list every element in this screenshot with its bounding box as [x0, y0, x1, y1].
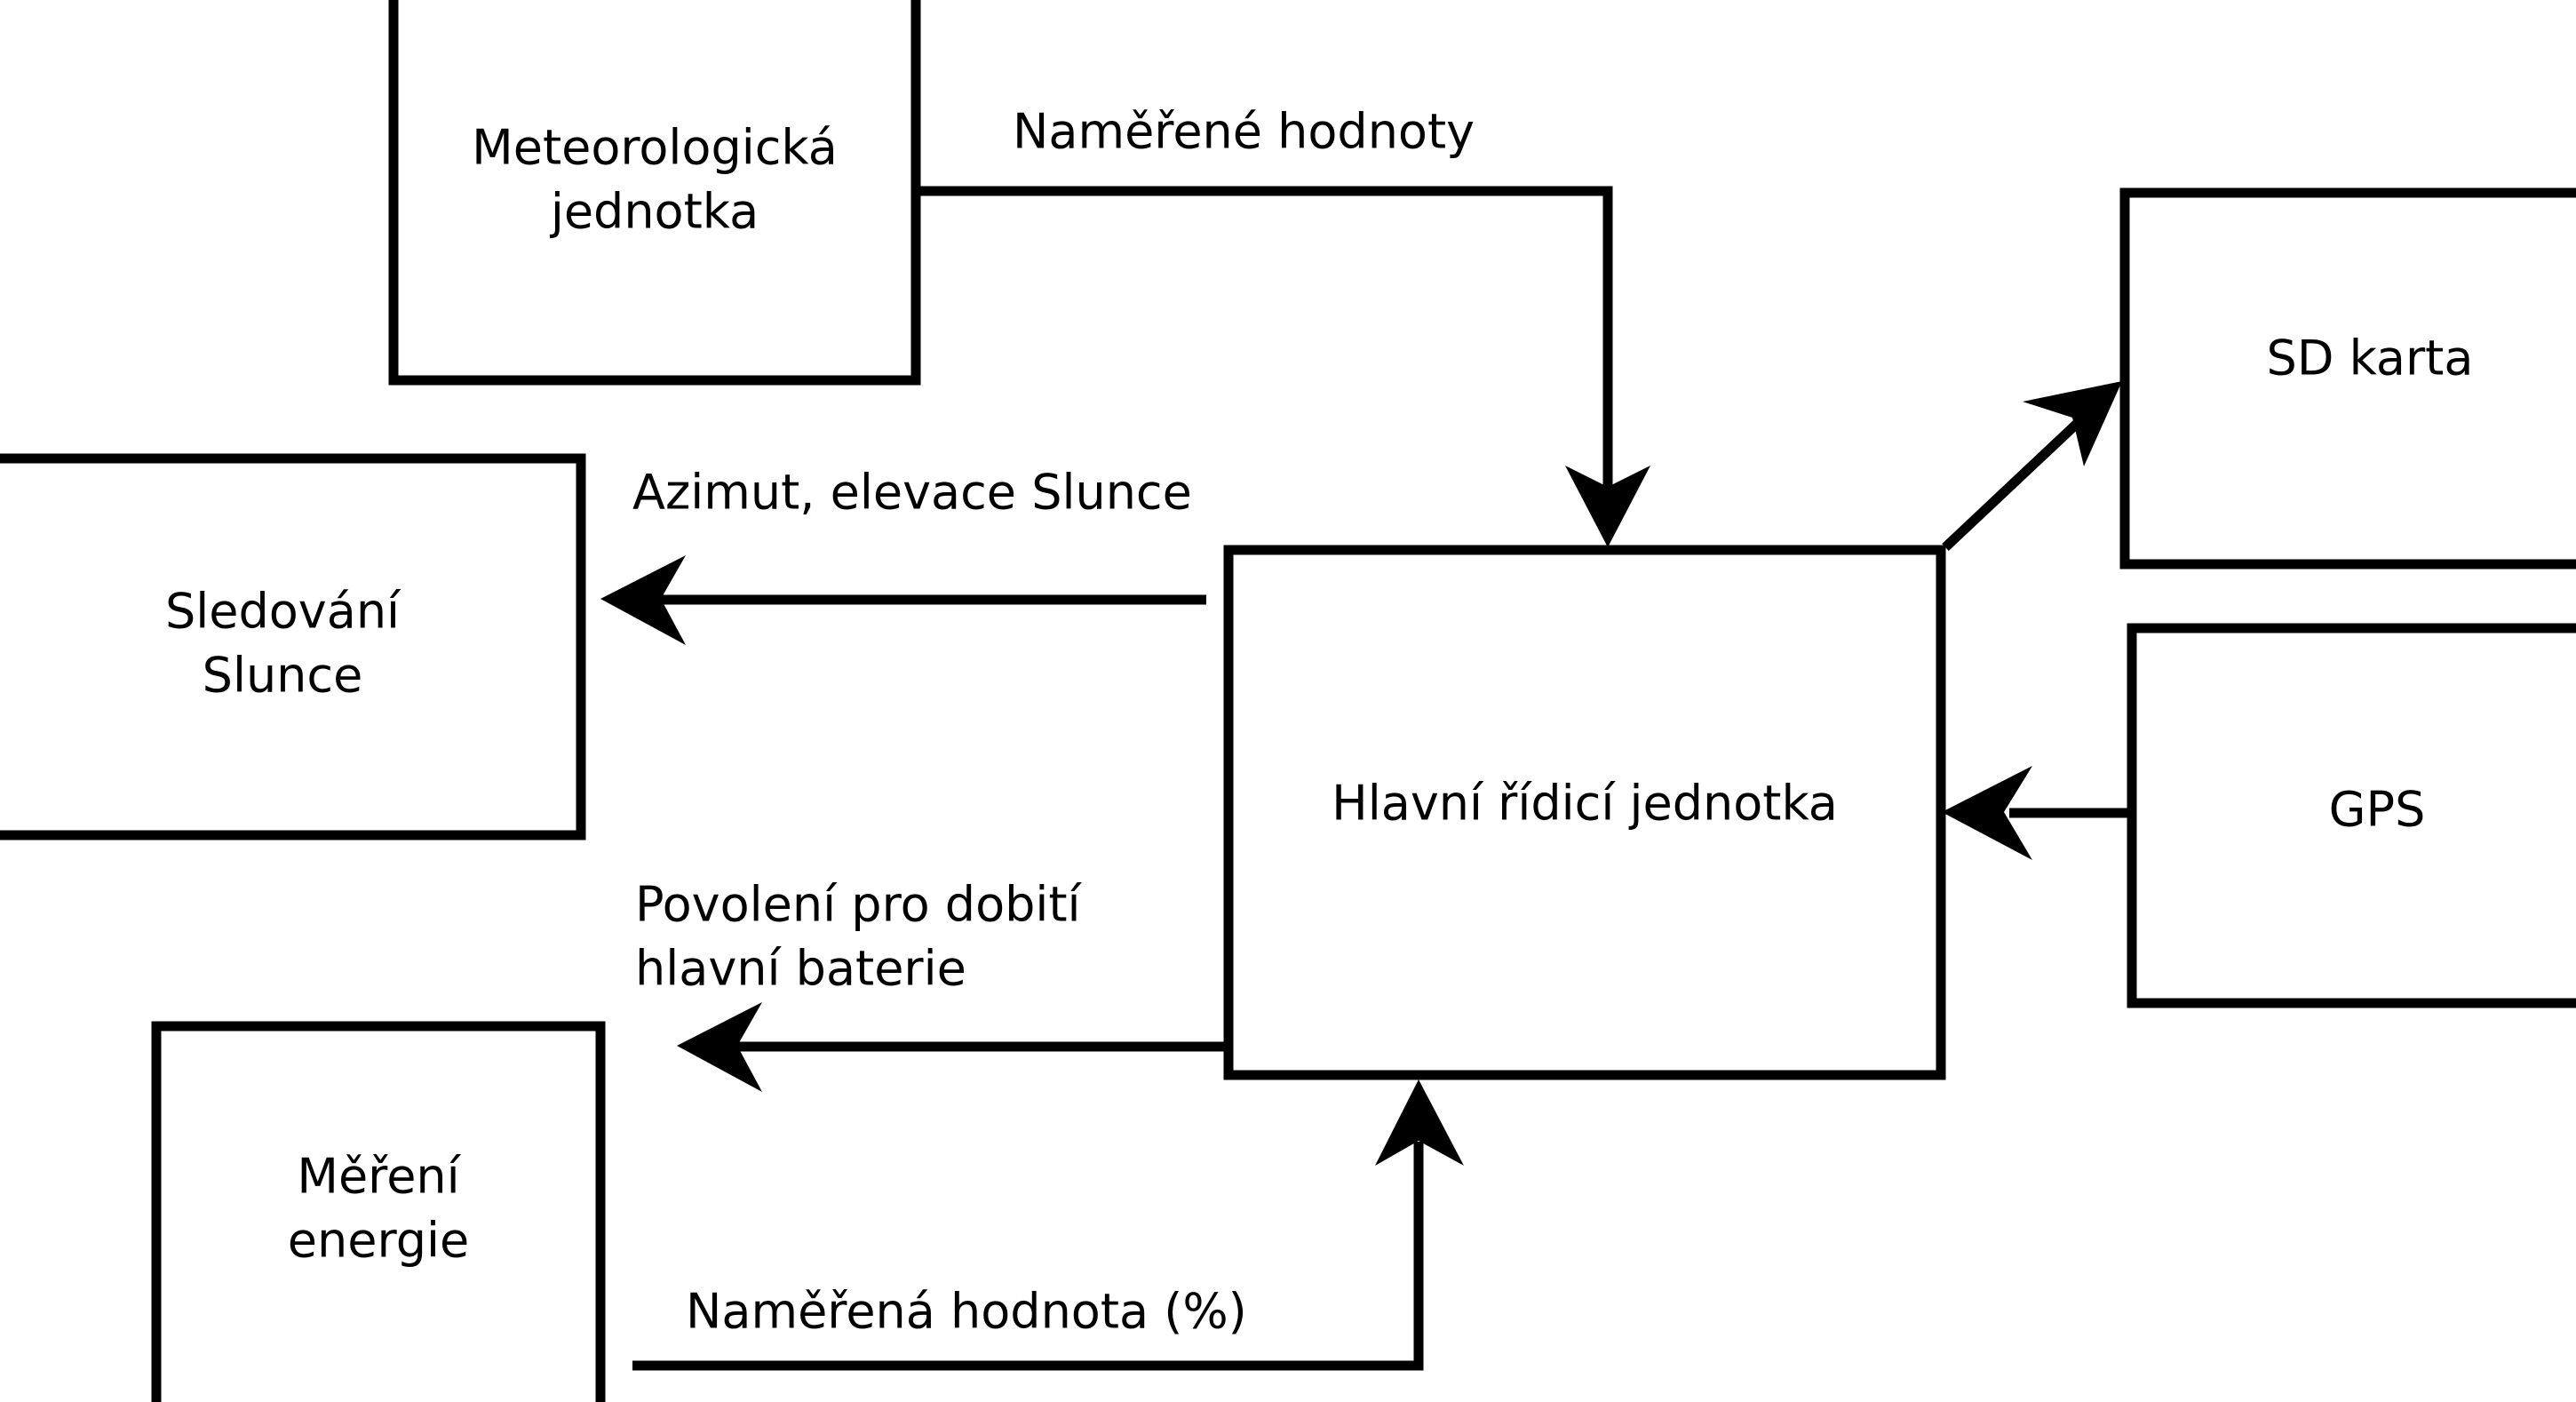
- edge-label-charge-permission-line1: Povolení pro dobití: [635, 877, 1083, 933]
- box-sd-card[interactable]: SD karta: [2119, 187, 2576, 570]
- box-sun-tracking-rect[interactable]: [0, 453, 586, 840]
- arrowhead-left-into-sun-tracking: [600, 555, 686, 645]
- arrowhead-up-right-into-sd-card: [2023, 381, 2122, 466]
- edge-label-measured-value-percent: Naměřená hodnota (%): [686, 1284, 1247, 1340]
- box-meteo-unit-label-line1: Meteorologická: [472, 120, 838, 176]
- connector-main-to-energy: [677, 1002, 1224, 1092]
- box-energy-measurement[interactable]: Měření energie: [151, 1021, 606, 1402]
- box-main-control-unit[interactable]: Hlavní řídicí jednotka: [1223, 545, 1946, 1080]
- edge-label-measured-values: Naměřené hodnoty: [1013, 104, 1475, 160]
- connector-gps-to-main: [1942, 766, 2129, 860]
- edge-label-charge-permission-line2: hlavní baterie: [635, 941, 966, 997]
- connector-energy-to-main: [632, 1079, 1464, 1371]
- box-main-control-unit-rect[interactable]: [1223, 545, 1946, 1080]
- connector-meteo-to-main-line: [917, 186, 1613, 506]
- box-meteo-unit[interactable]: Meteorologická jednotka: [388, 0, 921, 386]
- connector-meteo-to-main: [917, 186, 1650, 547]
- box-gps-label: GPS: [2329, 782, 2426, 838]
- box-meteo-unit-label-line2: jednotka: [550, 184, 759, 240]
- arrowhead-up-into-main: [1375, 1079, 1464, 1166]
- box-energy-measurement-rect[interactable]: [151, 1021, 606, 1402]
- connector-main-to-sd-card: [1942, 381, 2122, 552]
- arrowhead-left-into-main: [1942, 766, 2032, 860]
- connector-main-to-sd-card-line: [1942, 418, 2082, 552]
- arrowhead-down-into-main: [1565, 466, 1650, 547]
- connector-main-to-sun-tracking: [600, 555, 1206, 645]
- box-meteo-unit-rect[interactable]: [388, 0, 921, 386]
- edge-label-azimuth-elevation: Azimut, elevace Slunce: [632, 465, 1192, 521]
- box-sun-tracking[interactable]: Sledování Slunce: [0, 453, 586, 840]
- box-energy-measurement-label-line1: Měření: [297, 1149, 461, 1205]
- box-gps-rect[interactable]: [2127, 623, 2576, 1008]
- box-gps[interactable]: GPS: [2127, 623, 2576, 1008]
- box-energy-measurement-label-line2: energie: [288, 1213, 469, 1269]
- box-main-control-unit-label: Hlavní řídicí jednotka: [1332, 776, 1838, 832]
- connector-energy-to-main-line: [632, 1142, 1424, 1371]
- box-sun-tracking-label-line2: Slunce: [203, 648, 363, 704]
- box-sun-tracking-label-line1: Sledování: [165, 584, 402, 640]
- box-sd-card-label: SD karta: [2267, 331, 2474, 386]
- arrowhead-left-into-energy: [677, 1002, 762, 1092]
- box-sd-card-rect[interactable]: [2119, 187, 2576, 570]
